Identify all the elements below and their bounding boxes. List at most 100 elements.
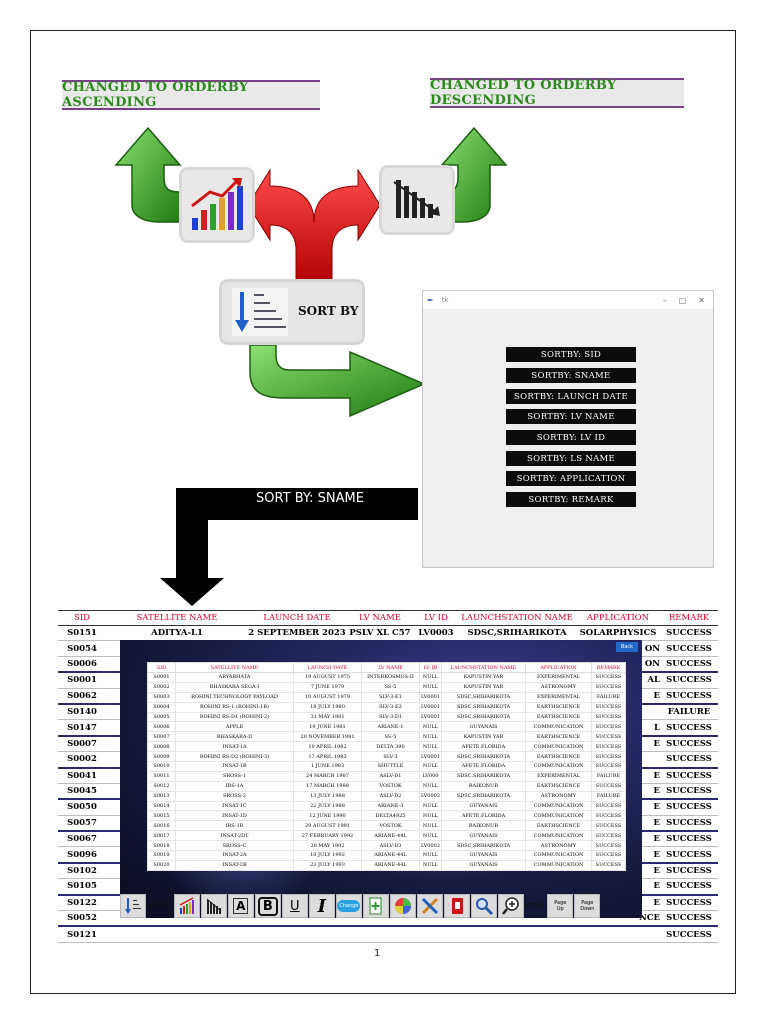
bold-button[interactable]: B <box>254 894 281 918</box>
descending-chart-tile[interactable] <box>382 168 452 232</box>
table-cell: PSLV XL C57 <box>346 625 414 642</box>
tools-button[interactable] <box>416 894 443 918</box>
column-header: LAUNCHSTATION NAME <box>441 662 526 673</box>
column-header: SATELLITE NAME <box>175 662 294 673</box>
table-cell: S0007 <box>58 735 106 753</box>
column-header: APPLICATION <box>576 610 660 626</box>
black-callout-arrow <box>160 488 418 606</box>
flow-arrows <box>114 126 508 606</box>
add-file-button[interactable] <box>362 894 389 918</box>
maximize-icon[interactable]: □ <box>678 295 687 305</box>
table-cell: S0062 <box>58 688 106 705</box>
italic-button[interactable]: I <box>308 894 335 918</box>
table-cell: ARIANE-3 <box>361 800 420 812</box>
table-cell: FAILURE <box>591 770 626 782</box>
pdf-icon <box>451 898 463 914</box>
table-cell: 29 AUGUST 1991 <box>293 820 362 832</box>
table-cell: SUCCESS <box>591 780 626 792</box>
sort-lv-name-button[interactable]: SORTBY: LV NAME <box>506 409 636 424</box>
minimize-icon[interactable]: – <box>662 295 667 305</box>
table-cell: SDSC,SRIHARIKOTA <box>441 701 526 713</box>
descending-button[interactable] <box>200 894 227 918</box>
column-header: REMARK <box>660 610 718 626</box>
sort-launch-date-button[interactable]: SORTBY: LAUNCH DATE <box>506 389 636 404</box>
table-cell: SUCCESS <box>660 719 718 737</box>
ascending-button[interactable] <box>173 894 200 918</box>
table-cell: FAILURE <box>660 703 718 721</box>
table-cell: ROHINI RS-1 (ROHINI-1B) <box>175 701 294 713</box>
page-down-button[interactable]: Page Down <box>574 894 601 918</box>
table-cell: APPLE <box>175 721 294 733</box>
search-icon <box>475 898 493 916</box>
table-cell: 20 MAY 1992 <box>293 840 362 852</box>
table-cell: S0004 <box>147 701 176 713</box>
page-number: 1 <box>374 948 381 959</box>
ascending-chart-tile[interactable] <box>182 170 252 240</box>
table-cell: 10 APRIL 1982 <box>293 741 362 753</box>
italic-icon: I <box>317 895 326 917</box>
table-cell: S0052 <box>58 910 106 928</box>
table-cell: SLV-3-E1 <box>361 691 420 703</box>
sort-sid-button[interactable]: SORTBY: SID <box>506 347 636 362</box>
column-header: REMARK <box>591 662 626 673</box>
table-cell: INSAT-2A <box>175 850 294 861</box>
table-cell: DELTA4925 <box>361 810 420 822</box>
table-cell: S0096 <box>58 846 106 864</box>
table-cell: ROHINI RS-D2 (ROHINI-3) <box>175 751 294 763</box>
table-cell: AFETE,FLORIDA <box>441 761 526 772</box>
table-cell: SOLARPHYSICS <box>576 625 660 642</box>
underline-button[interactable]: U <box>281 894 308 918</box>
table-cell: SUCCESS <box>660 878 718 896</box>
color-button[interactable] <box>389 894 416 918</box>
page-up-button[interactable]: Page Up <box>547 894 574 918</box>
table-cell: FAILURE <box>591 790 626 802</box>
table-cell: BHASKARA SEGA-I <box>175 681 294 693</box>
font-button[interactable]: A <box>227 894 254 918</box>
sort-sname-button[interactable]: SORTBY: SNAME <box>506 368 636 383</box>
table-cell: EARTHSCIENCE <box>525 820 592 832</box>
back-button[interactable]: Back <box>616 642 638 652</box>
table-cell: ARIANE-44L <box>361 830 420 842</box>
table-cell: ROHINI TECHNOLOGY PAYLOAD <box>175 691 294 703</box>
table-cell: 12 JUNE 1990 <box>293 810 362 822</box>
table-cell: LV0001 <box>419 751 442 763</box>
zoom-in-button[interactable] <box>497 894 524 918</box>
table-cell: S0102 <box>58 862 106 880</box>
sort-lv-id-button[interactable]: SORTBY: LV ID <box>506 430 636 445</box>
add-file-icon <box>369 897 382 915</box>
table-cell: 19 JUNE 1981 <box>293 721 362 733</box>
sort-remark-button[interactable]: SORTBY: REMARK <box>506 492 636 507</box>
table-cell: COMMUNICATION <box>525 741 592 753</box>
table-cell: SUCCESS <box>591 711 626 723</box>
search-button[interactable] <box>470 894 497 918</box>
table-cell: ASTRONOMY <box>525 840 592 852</box>
sort-by-button[interactable]: SORT BY <box>222 282 362 342</box>
pdf-button[interactable] <box>443 894 470 918</box>
change-label: Change <box>337 900 361 912</box>
table-cell: SUCCESS <box>591 761 626 772</box>
sort-application-button[interactable]: SORTBY: APPLICATION <box>506 471 636 486</box>
table-cell: NULL <box>419 681 442 693</box>
table-cell: SUCCESS <box>591 830 626 842</box>
table-cell: KAPUSTIN YAR <box>441 731 526 743</box>
table-cell <box>248 926 346 943</box>
table-cell: S0011 <box>147 770 176 782</box>
table-cell: SUCCESS <box>591 850 626 861</box>
table-cell: S0122 <box>58 894 106 912</box>
column-header: APPLICATION <box>525 662 592 673</box>
table-cell: S0105 <box>58 878 106 896</box>
table-cell: S0017 <box>147 830 176 842</box>
table-cell: SUCCESS <box>591 672 626 683</box>
table-cell: SUCCESS <box>591 859 626 871</box>
change-button[interactable]: Change <box>335 894 362 918</box>
window-titlebar: ✒ tk – □ ✕ <box>423 291 713 309</box>
sort-ls-name-button[interactable]: SORTBY: LS NAME <box>506 451 636 466</box>
close-icon[interactable]: ✕ <box>698 295 705 305</box>
sort-button[interactable] <box>120 894 146 918</box>
